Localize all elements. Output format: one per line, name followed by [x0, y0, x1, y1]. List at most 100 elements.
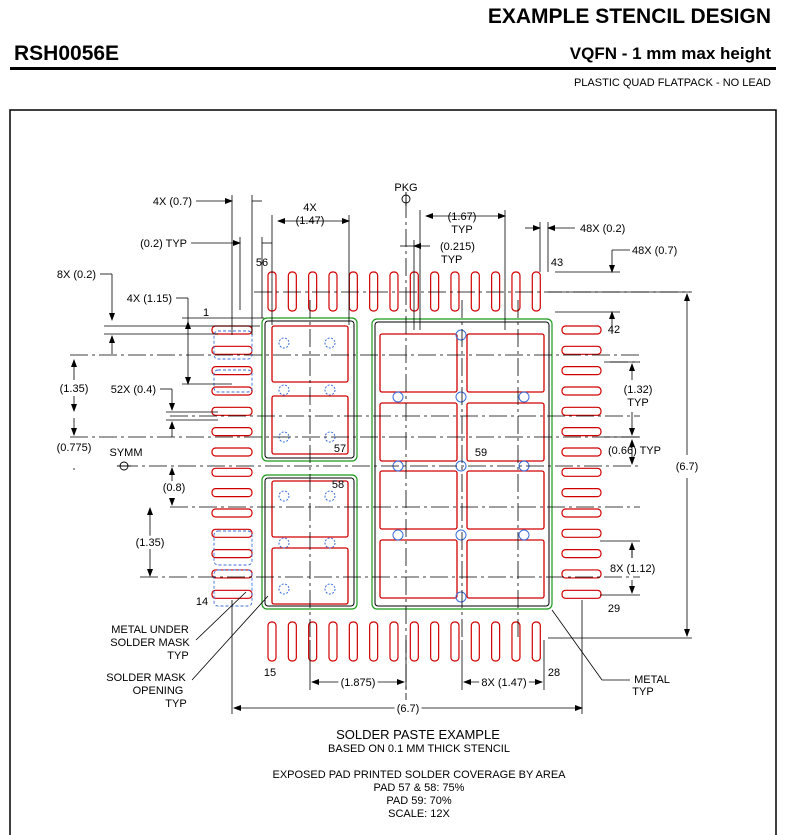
callout-metal-under-2: SOLDER MASK: [110, 637, 190, 649]
dimension-lines: [71, 195, 692, 714]
top-pin-pad: [389, 271, 399, 312]
part-number: RSH0056E: [14, 42, 120, 65]
dim-8x-1-47: 8X (1.47): [481, 677, 526, 689]
top-pin-pad: [450, 271, 460, 312]
right-pin-pad: [561, 488, 602, 498]
pin-42-label: 42: [608, 324, 620, 336]
right-pin-column: [561, 325, 602, 599]
pin-15-label: 15: [264, 667, 276, 679]
bottom-pin-row: [267, 621, 541, 662]
paste-aperture: [466, 539, 545, 599]
metal-under-mask-outline: [213, 569, 253, 607]
left-pin-pad: [211, 447, 253, 457]
right-pin-pad: [561, 345, 602, 355]
top-pin-pad: [287, 271, 297, 312]
bottom-pin-pad: [450, 621, 460, 662]
pad-58-label: 58: [332, 479, 344, 491]
dim-0-2-typ: (0.2) TYP: [140, 238, 187, 250]
pin-29-label: 29: [608, 603, 620, 615]
caption-title: SOLDER PASTE EXAMPLE: [336, 727, 500, 742]
paste-aperture: [379, 402, 458, 462]
top-pin-pad: [328, 271, 338, 312]
thermal-via: [324, 583, 336, 595]
bottom-pin-pad: [409, 621, 419, 662]
caption-scale: SCALE: 12X: [388, 808, 450, 820]
dim-1-35-a: (1.35): [60, 383, 89, 395]
metal-under-mask-outline: [213, 530, 253, 566]
dim-0-8: (0.8): [163, 482, 186, 494]
caption-pad57-58: PAD 57 & 58: 75%: [373, 782, 465, 794]
top-pin-pad: [511, 271, 521, 312]
callout-mask-open-1: SOLDER MASK: [106, 672, 186, 684]
right-pin-pad: [561, 467, 602, 477]
mask-opening-pad59: [371, 318, 553, 610]
callout-mask-open-3: TYP: [165, 698, 186, 710]
callout-metal-under-1: METAL UNDER: [111, 624, 189, 636]
callout-metal-under-3: TYP: [167, 650, 188, 662]
bottom-pin-pad: [287, 621, 297, 662]
dim-48x-0-2: 48X (0.2): [580, 223, 625, 235]
left-pin-pad: [211, 406, 253, 416]
dim-symm: SYMM: [110, 447, 143, 459]
thermal-via: [455, 329, 467, 341]
pin-43-label: 43: [551, 257, 563, 269]
bottom-pin-pad: [267, 621, 277, 662]
callout-metal-2: TYP: [632, 686, 653, 698]
paste-apertures: [271, 325, 545, 605]
paste-aperture: [379, 470, 458, 530]
mask-opening-pad57: [261, 317, 358, 462]
pin-1-label: 1: [203, 307, 209, 319]
center-lines: [70, 200, 690, 700]
solder-mask-openings: [261, 317, 553, 610]
bottom-pin-pad: [430, 621, 440, 662]
right-pin-pad: [561, 569, 602, 579]
centerline-symbols: [117, 192, 411, 471]
pad-59-label: 59: [475, 447, 487, 459]
right-pin-pad: [561, 528, 602, 538]
dimension-labels: 4X (0.7) 4X (1.47) PKG (1.67) TYP 48X (0…: [57, 182, 699, 718]
right-pin-pad: [561, 427, 602, 437]
top-pin-pad: [348, 271, 358, 312]
caption-pad59: PAD 59: 70%: [386, 795, 452, 807]
left-pin-pad: [211, 345, 253, 355]
thermal-via: [455, 391, 467, 403]
dim-4x: 4X: [303, 202, 317, 214]
left-pin-pad: [211, 366, 253, 376]
right-pin-pad: [561, 589, 602, 599]
right-pin-pad: [561, 325, 602, 335]
bottom-pin-pad: [470, 621, 480, 662]
dim-52x-0-4: 52X (0.4): [111, 384, 156, 396]
mask-opening-pad58: [261, 474, 358, 610]
thermal-via: [392, 391, 404, 403]
dim-0-66-typ: (0.66) TYP: [608, 445, 661, 457]
left-pin-pad: [211, 589, 253, 599]
paste-aperture: [466, 402, 545, 462]
dim-pkg: PKG: [394, 182, 417, 194]
thermal-via: [278, 490, 290, 502]
left-pin-pad: [211, 528, 253, 538]
dim-1-32: (1.32): [624, 384, 653, 396]
left-pin-pad: [211, 427, 253, 437]
left-pin-pad: [211, 508, 253, 518]
package-description: VQFN - 1 mm max height: [569, 44, 771, 63]
thermal-via: [278, 337, 290, 349]
caption-stencil: BASED ON 0.1 MM THICK STENCIL: [328, 743, 510, 755]
top-pin-pad: [531, 271, 541, 312]
left-pin-pad: [211, 467, 253, 477]
header-divider: [10, 67, 776, 70]
metal-under-mask-outline: [213, 369, 253, 393]
dim-1-35-b: (1.35): [136, 537, 165, 549]
thermal-via: [518, 391, 530, 403]
pad57-outline: [264, 320, 355, 459]
bottom-pin-pad: [491, 621, 501, 662]
top-pin-pad: [369, 271, 379, 312]
metal-under-mask-outline: [213, 330, 253, 360]
thermal-via: [278, 583, 290, 595]
dim-4x-1-15: 4X (1.15): [127, 293, 172, 305]
right-pin-pad: [561, 447, 602, 457]
right-pin-pad: [561, 386, 602, 396]
paste-aperture: [379, 539, 458, 599]
top-pin-row: [267, 271, 541, 312]
thermal-via: [392, 529, 404, 541]
